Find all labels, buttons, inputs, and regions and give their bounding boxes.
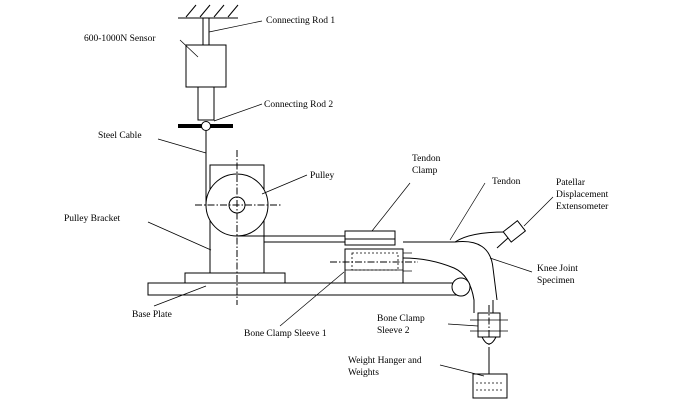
label-base-plate: Base Plate xyxy=(132,310,172,320)
leader-lines xyxy=(147,20,554,377)
knee-joint-specimen xyxy=(402,231,506,313)
label-bone-clamp-sleeve-1: Bone Clamp Sleeve 1 xyxy=(244,329,327,339)
label-pulley-bracket: Pulley Bracket xyxy=(64,214,121,224)
label-tendon-clamp: Tendon Clamp xyxy=(412,154,443,176)
label-knee-joint-specimen: Knee Joint Specimen xyxy=(537,264,580,286)
label-connecting-rod-1: Connecting Rod 1 xyxy=(266,16,335,26)
tendon-clamp xyxy=(344,230,396,246)
label-connecting-rod-2: Connecting Rod 2 xyxy=(264,100,333,110)
ceiling-mount xyxy=(178,4,239,19)
weight-hanger xyxy=(472,373,508,399)
label-pulley: Pulley xyxy=(310,171,335,181)
base-plate xyxy=(147,272,457,296)
patellar-extensometer xyxy=(496,220,527,249)
label-weight-hanger: Weight Hanger and Weights xyxy=(348,356,424,378)
return-pulley xyxy=(451,277,471,297)
bone-clamp-sleeve-1 xyxy=(330,248,418,284)
label-bone-clamp-sleeve-2: Bone Clamp Sleeve 2 xyxy=(377,314,427,336)
label-patellar-extensometer: Patellar Displacement Extensometer xyxy=(556,178,611,212)
bone-clamp-sleeve-2 xyxy=(470,305,508,345)
connecting-rod-1 xyxy=(202,18,210,45)
label-tendon: Tendon xyxy=(492,177,521,187)
label-sensor: 600-1000N Sensor xyxy=(84,34,156,44)
label-steel-cable: Steel Cable xyxy=(98,131,142,141)
connecting-rod-2 xyxy=(178,86,233,131)
